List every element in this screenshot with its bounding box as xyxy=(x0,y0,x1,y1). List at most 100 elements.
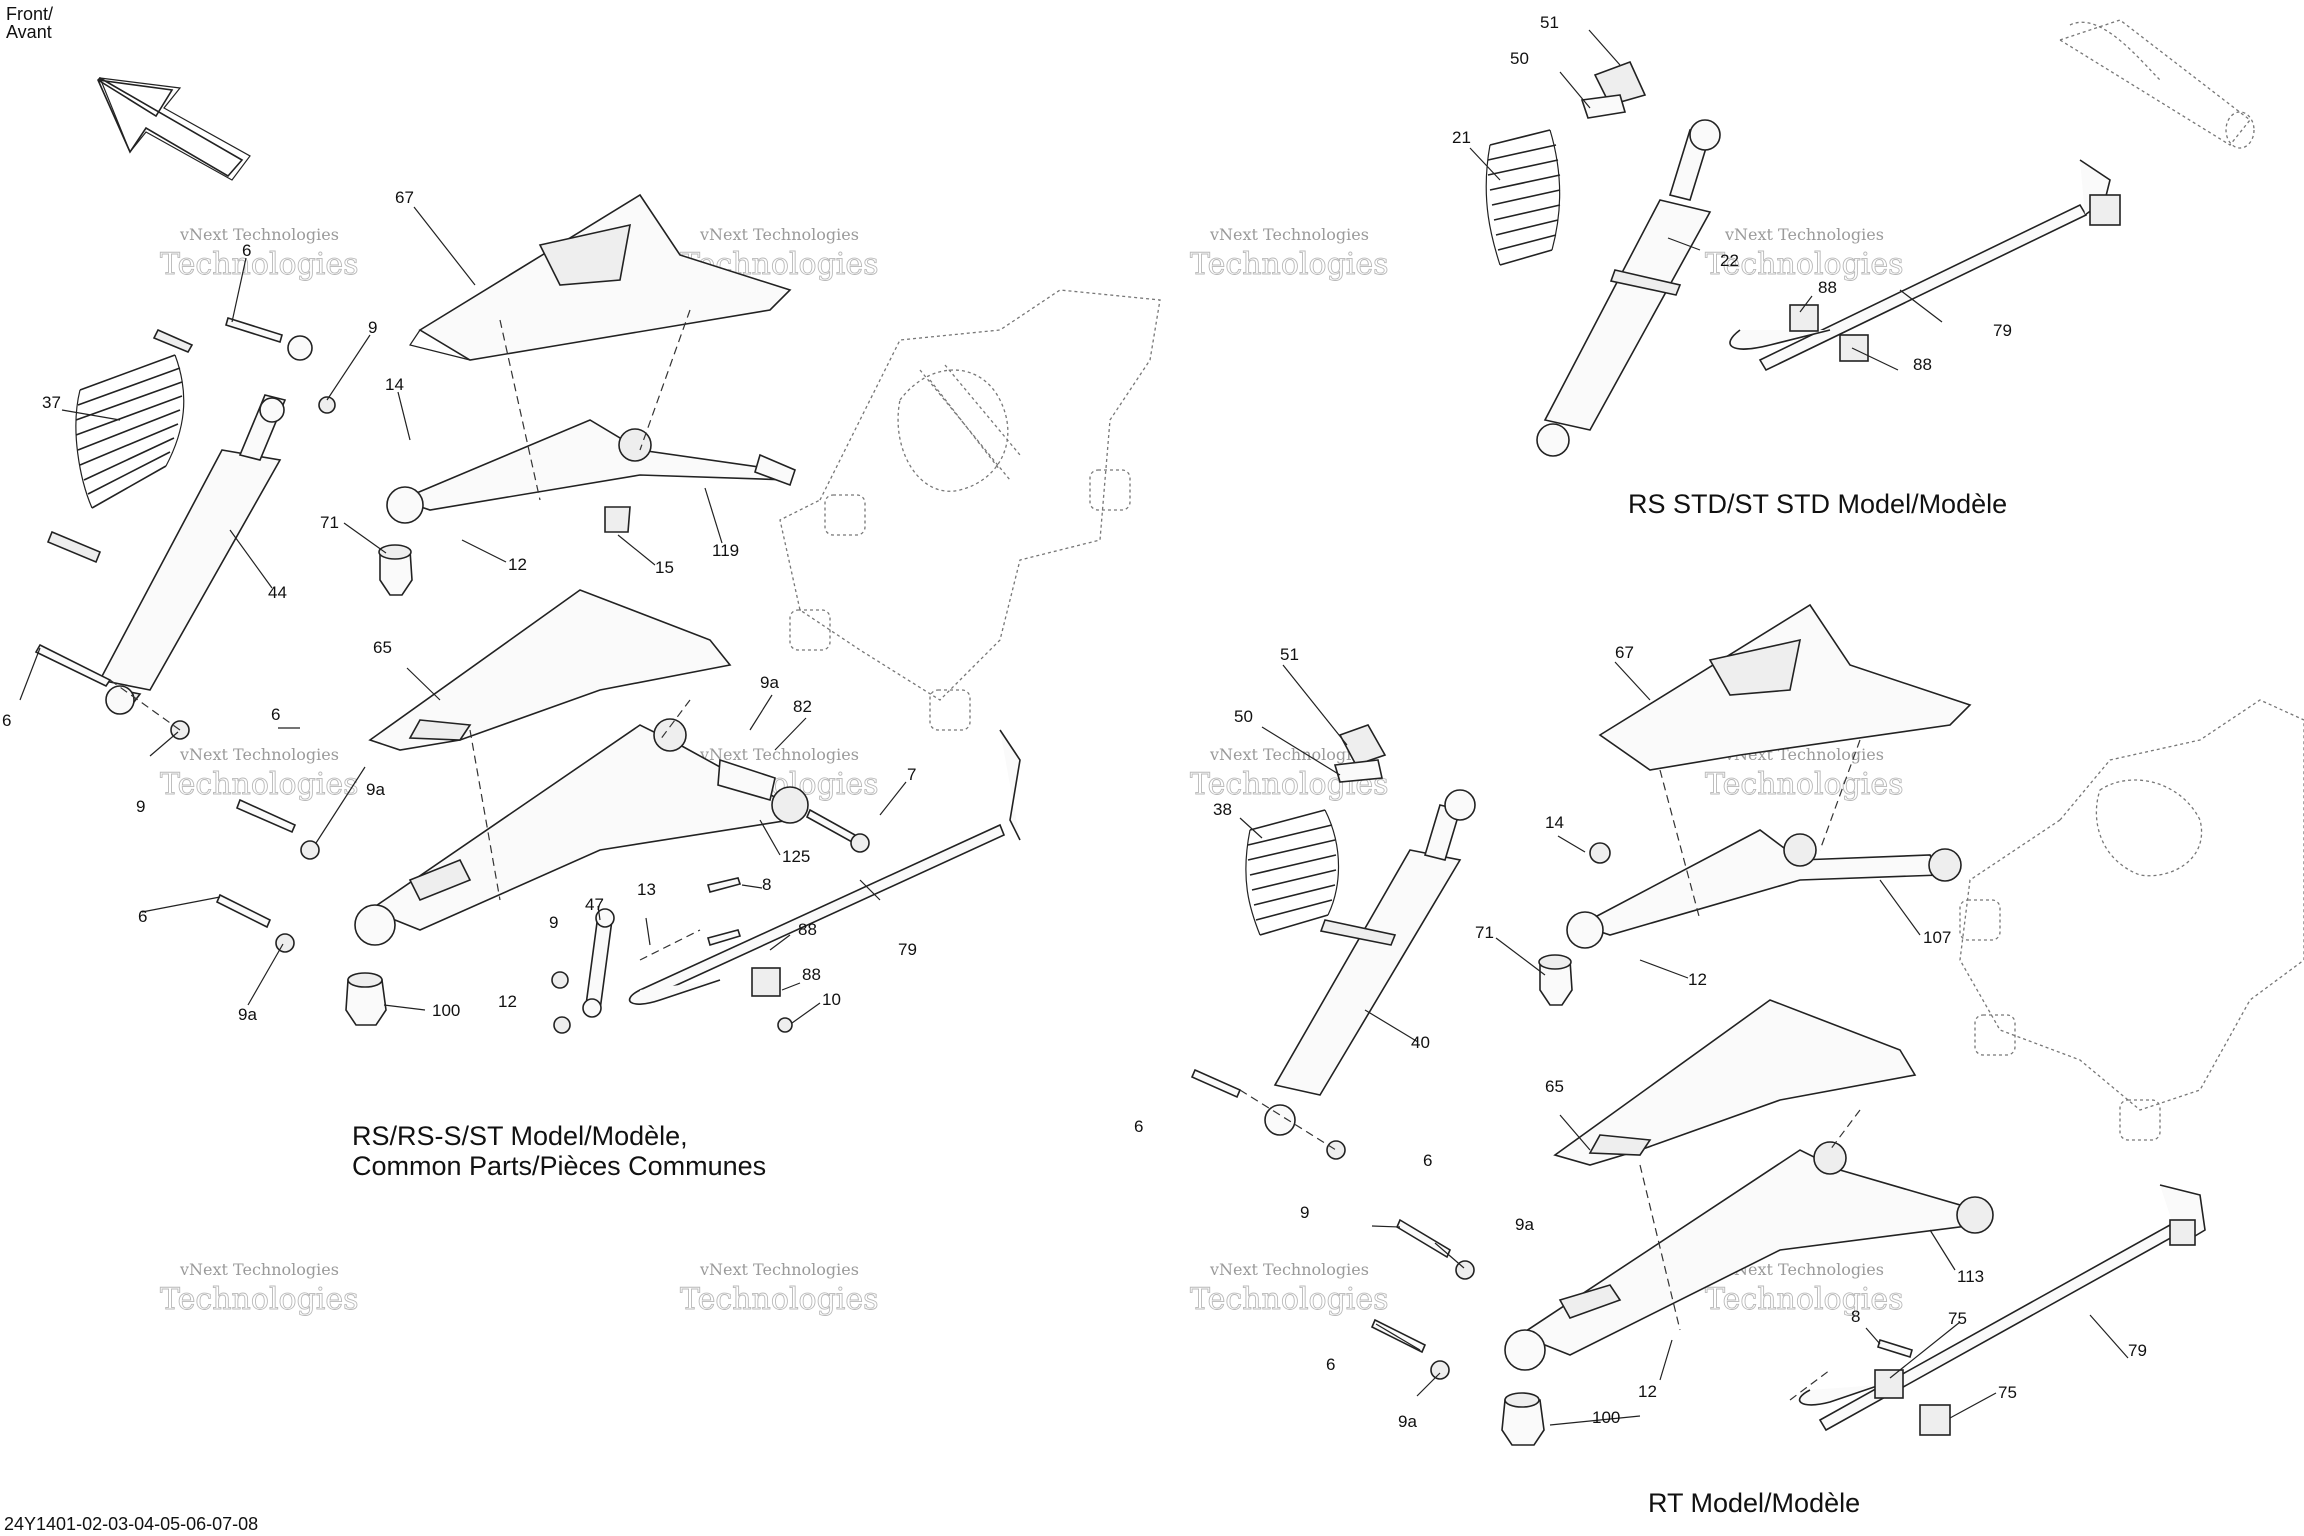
front-arrow-icon xyxy=(97,77,244,178)
ball-joint-100 xyxy=(345,972,387,1026)
spring-38 xyxy=(1245,809,1340,936)
callout-79: 79 xyxy=(2128,1341,2147,1360)
rs-std-assembly xyxy=(1485,19,2255,457)
watermark: vNext Technologies Technologies xyxy=(680,1260,879,1317)
caption-rt: RT Model/Modèle xyxy=(1648,1488,1860,1518)
watermark-text: vNext Technologies xyxy=(1724,225,1884,244)
callout-6: 6 xyxy=(271,705,280,724)
watermark: vNext Technologies Technologies xyxy=(160,745,359,802)
watermark-text: Technologies xyxy=(1705,247,1904,282)
callout-6: 6 xyxy=(2,711,11,730)
washer-50 xyxy=(1333,759,1383,783)
watermark-text: vNext Technologies xyxy=(179,225,339,244)
callout-12: 12 xyxy=(1638,1382,1657,1401)
callout-9a: 9a xyxy=(1398,1412,1417,1431)
callout-13: 13 xyxy=(637,880,656,899)
callout-38: 38 xyxy=(1213,800,1232,819)
bump-stop-51 xyxy=(1593,60,1647,106)
callout-125: 125 xyxy=(782,847,810,866)
ghost-frame-right xyxy=(1959,699,2304,1141)
watermark-text: vNext Technologies xyxy=(699,1260,859,1279)
callout-50: 50 xyxy=(1510,49,1529,68)
watermark: vNext Technologies Technologies xyxy=(1190,745,1389,802)
callout-14: 14 xyxy=(1545,813,1564,832)
callout-21: 21 xyxy=(1452,128,1471,147)
watermark-text: Technologies xyxy=(680,1282,879,1317)
ghost-frame-left xyxy=(779,289,1161,731)
orientation-label-line1: Front/ xyxy=(6,4,53,24)
callout-12: 12 xyxy=(498,992,517,1011)
callout-40: 40 xyxy=(1411,1033,1430,1052)
watermark: vNext Technologies Technologies xyxy=(1190,1260,1389,1317)
hardware-left xyxy=(34,316,870,1034)
callout-88: 88 xyxy=(802,965,821,984)
callout-88: 88 xyxy=(798,920,817,939)
callout-9: 9 xyxy=(549,913,558,932)
watermark-text: vNext Technologies xyxy=(1724,1260,1884,1279)
watermark-text: Technologies xyxy=(1705,1282,1904,1317)
callout-88: 88 xyxy=(1913,355,1932,374)
callout-9a: 9a xyxy=(366,780,385,799)
callout-50: 50 xyxy=(1234,707,1253,726)
watermark-text: vNext Technologies xyxy=(1209,745,1369,764)
callout-9: 9 xyxy=(1300,1203,1309,1222)
callout-12: 12 xyxy=(508,555,527,574)
callout-65: 65 xyxy=(373,638,392,657)
callout-47: 47 xyxy=(585,895,604,914)
watermark-text: vNext Technologies xyxy=(1209,225,1369,244)
callout-6: 6 xyxy=(138,907,147,926)
callout-51: 51 xyxy=(1540,13,1559,32)
watermark: vNext Technologies Technologies xyxy=(680,225,879,282)
link-47 xyxy=(582,908,615,1018)
assembly-line xyxy=(1239,739,1861,1401)
watermark: vNext Technologies Technologies xyxy=(1705,1260,1904,1317)
hardware-right xyxy=(1190,842,1913,1380)
watermark-text: Technologies xyxy=(1705,767,1904,802)
callout-22: 22 xyxy=(1720,251,1739,270)
callout-6: 6 xyxy=(1423,1151,1432,1170)
callout-100: 100 xyxy=(1592,1408,1620,1427)
watermark-text: Technologies xyxy=(1190,1282,1389,1317)
ball-joint-71 xyxy=(378,544,413,596)
shock-absorber-22 xyxy=(1536,119,1721,457)
callout-9a: 9a xyxy=(760,673,779,692)
callout-67: 67 xyxy=(395,188,414,207)
callout-6: 6 xyxy=(1326,1355,1335,1374)
sway-bar-79-left xyxy=(628,729,1021,1005)
skid-plate-67-rt xyxy=(1598,603,1972,771)
leader-lines xyxy=(19,29,2129,1426)
spring-37 xyxy=(46,328,194,564)
skid-plate-65 xyxy=(368,589,732,751)
front-arrow-outline xyxy=(99,77,251,181)
callout-75: 75 xyxy=(1998,1383,2017,1402)
callout-113: 113 xyxy=(1957,1267,1984,1286)
watermark-text: vNext Technologies xyxy=(699,745,859,764)
sway-bar-79-rt xyxy=(1798,1184,2206,1436)
watermark-text: Technologies xyxy=(1190,247,1389,282)
ghost-shock-top xyxy=(2058,19,2255,149)
lower-a-arm-113 xyxy=(1504,1141,1994,1371)
watermark-text: vNext Technologies xyxy=(179,1260,339,1279)
callout-12: 12 xyxy=(1688,970,1707,989)
callout-6: 6 xyxy=(1134,1117,1143,1136)
rt-assembly xyxy=(1190,603,2304,1446)
callout-65: 65 xyxy=(1545,1077,1564,1096)
orientation-label-line2: Avant xyxy=(6,22,52,42)
watermark-group: vNext Technologies Technologies vNext Te… xyxy=(160,225,1904,1317)
skid-plate-65-rt xyxy=(1553,999,1917,1166)
caption-rs-line2: Common Parts/Pièces Communes xyxy=(352,1151,766,1181)
caption-rs-std: RS STD/ST STD Model/Modèle xyxy=(1628,489,2007,519)
spring-21 xyxy=(1485,129,1561,266)
callout-100: 100 xyxy=(432,1001,460,1020)
watermark-text: Technologies xyxy=(160,767,359,802)
watermark-text: vNext Technologies xyxy=(699,225,859,244)
shock-absorber-40 xyxy=(1264,789,1476,1136)
skid-plate-67 xyxy=(409,193,792,361)
callout-9a: 9a xyxy=(238,1005,257,1024)
upper-a-arm-107 xyxy=(1566,829,1962,949)
rs-assembly xyxy=(34,193,1161,1034)
callout-71: 71 xyxy=(320,513,339,532)
washer-50 xyxy=(1580,94,1627,119)
callout-9: 9 xyxy=(136,797,145,816)
callout-9: 9 xyxy=(368,318,377,337)
